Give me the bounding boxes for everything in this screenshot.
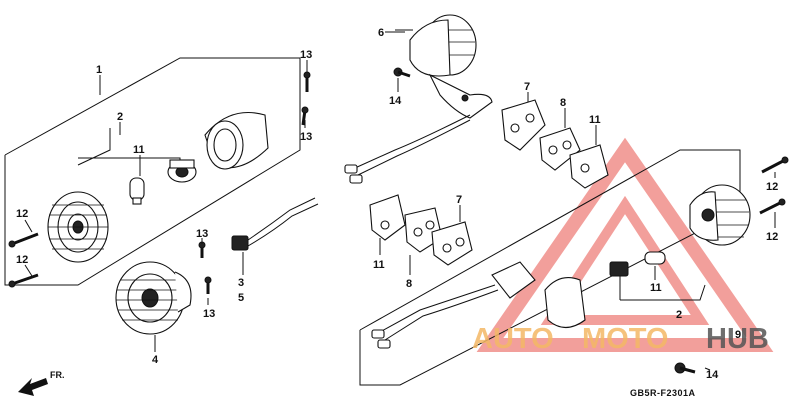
- left-lens-part: [47, 191, 109, 263]
- watermark-logo: [476, 137, 774, 352]
- callout-8-bottom: 8: [406, 278, 412, 290]
- callout-6: 6: [378, 27, 384, 39]
- left-assembly-outline: [4, 57, 301, 286]
- left-bracket-2: [77, 128, 181, 170]
- top-stay-part: [344, 73, 493, 184]
- left-bulb-part: [129, 160, 145, 205]
- callout-2: 2: [117, 111, 123, 123]
- diagram-code: GB5R-F2301A: [630, 388, 696, 398]
- left-housing-part: [204, 111, 269, 170]
- screws-13: [198, 71, 311, 294]
- watermark-auto: AUTO: [472, 323, 554, 355]
- left-connector-part: [231, 197, 319, 275]
- left-socket-part: [167, 159, 197, 183]
- callout-13-top-a: 13: [300, 49, 312, 61]
- callout-10-right: 11: [650, 282, 662, 294]
- leader-lines: [24, 31, 776, 371]
- watermark-text: AUTO MOTO HUB: [472, 323, 769, 355]
- front-direction-arrow: [18, 378, 48, 396]
- callout-14-top: 14: [389, 95, 402, 107]
- top-lens-part: [395, 14, 477, 77]
- callout-14-bottom: 14: [706, 369, 719, 381]
- callout-2-right: 2: [676, 309, 682, 321]
- watermark-hub: HUB: [706, 323, 769, 355]
- callout-12-left-b: 12: [16, 254, 28, 266]
- right-lens-part: [689, 184, 751, 246]
- bolt-14-bottom: [674, 362, 696, 374]
- callout-1: 1: [96, 64, 102, 76]
- left-rear-lens-part: [115, 261, 192, 352]
- watermark-moto: MOTO: [582, 323, 668, 355]
- callout-5: 5: [238, 292, 244, 304]
- gasket-parts-top: [501, 99, 609, 189]
- bolt-14-top: [393, 67, 411, 78]
- callout-12-left-a: 12: [16, 208, 28, 220]
- callout-10-left: 11: [133, 144, 145, 156]
- callout-4: 4: [152, 354, 159, 366]
- gasket-parts-bottom: [369, 194, 473, 266]
- left-screws-12: [8, 232, 39, 288]
- callout-7-top: 7: [524, 81, 530, 93]
- callout-12-right-b: 12: [766, 231, 778, 243]
- callout-11-top: 11: [589, 114, 601, 126]
- right-bulb-part: [609, 251, 666, 280]
- callout-12-right-a: 12: [766, 181, 778, 193]
- callout-11-bottom: 11: [373, 259, 385, 271]
- callout-13-mid: 13: [196, 228, 208, 240]
- callout-3: 3: [238, 277, 244, 289]
- front-label: FR.: [50, 370, 65, 380]
- callout-7-bottom: 7: [456, 194, 462, 206]
- callout-labels: 1 2 11 12 12 13 13 13 13 3 5 4 6 14 7 8 …: [16, 27, 778, 381]
- right-bracket-2: [619, 270, 706, 301]
- callout-9: 9: [735, 329, 741, 341]
- right-screws-12: [759, 156, 789, 215]
- right-stay-part: [371, 261, 586, 349]
- callout-13-low: 13: [203, 308, 215, 320]
- callout-13-top-b: 13: [300, 131, 312, 143]
- callout-8-top: 8: [560, 97, 566, 109]
